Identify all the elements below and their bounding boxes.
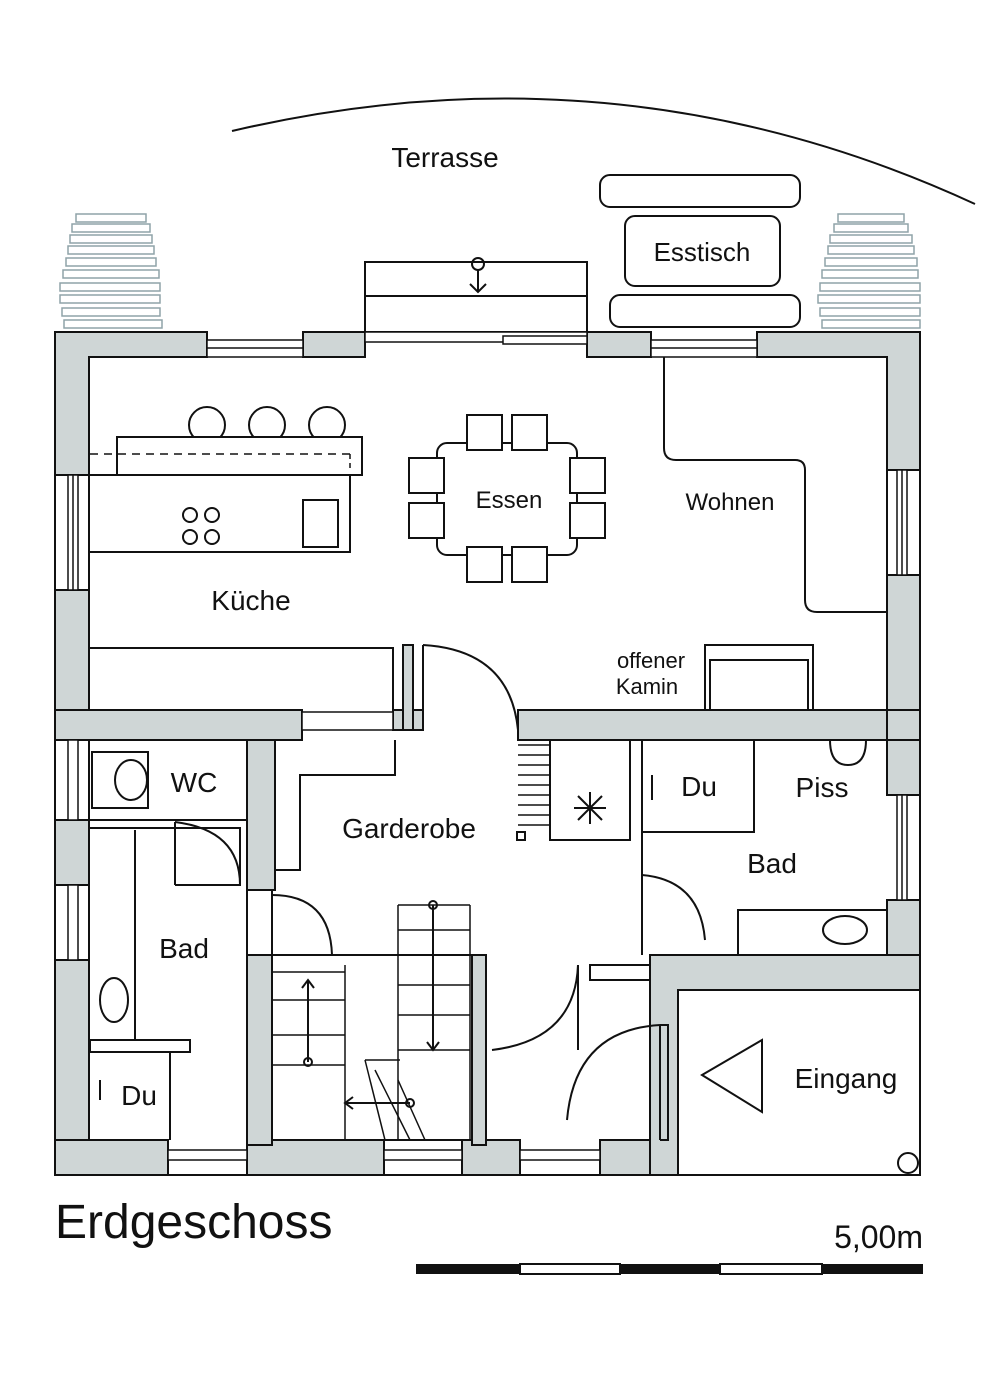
wc-room xyxy=(89,739,247,886)
plan-title: Erdgeschoss xyxy=(55,1196,332,1249)
kitchen-island xyxy=(89,406,394,710)
planter-right xyxy=(817,213,921,329)
fireplace xyxy=(704,644,814,711)
bath-left xyxy=(89,830,248,1140)
label-essen: Essen xyxy=(476,487,543,514)
outlines xyxy=(54,332,921,1176)
entrance-area xyxy=(485,964,919,1174)
bath-right xyxy=(641,739,888,956)
scale-bar xyxy=(416,1263,923,1275)
label-terrasse: Terrasse xyxy=(391,142,498,173)
label-wc: WC xyxy=(171,767,218,798)
label-bad-right: Bad xyxy=(747,848,797,879)
label-wohnen: Wohnen xyxy=(686,489,775,516)
label-garderobe: Garderobe xyxy=(342,813,476,844)
scale-label: 5,00m xyxy=(834,1219,923,1255)
label-esstisch: Esstisch xyxy=(654,237,751,267)
label-du-left: Du xyxy=(121,1080,157,1111)
terrace-bench-top xyxy=(599,174,801,208)
label-bad-left: Bad xyxy=(159,933,209,964)
label-kamin-2: Kamin xyxy=(616,674,678,699)
label-eingang: Eingang xyxy=(795,1063,898,1094)
label-kueche: Küche xyxy=(211,585,290,616)
dining-table xyxy=(408,414,606,583)
terrace-table xyxy=(624,215,781,287)
walls xyxy=(54,331,921,1176)
label-du-right: Du xyxy=(681,771,717,802)
terrace-arc xyxy=(231,97,976,205)
planter-left xyxy=(59,213,163,329)
label-kamin-1: offener xyxy=(617,648,685,673)
sofa xyxy=(663,357,887,613)
windows xyxy=(67,331,908,1161)
label-piss: Piss xyxy=(796,772,849,803)
terrace-bench-bottom xyxy=(609,294,801,328)
door-kitchen xyxy=(422,644,519,731)
hall-stairs xyxy=(271,740,631,1141)
